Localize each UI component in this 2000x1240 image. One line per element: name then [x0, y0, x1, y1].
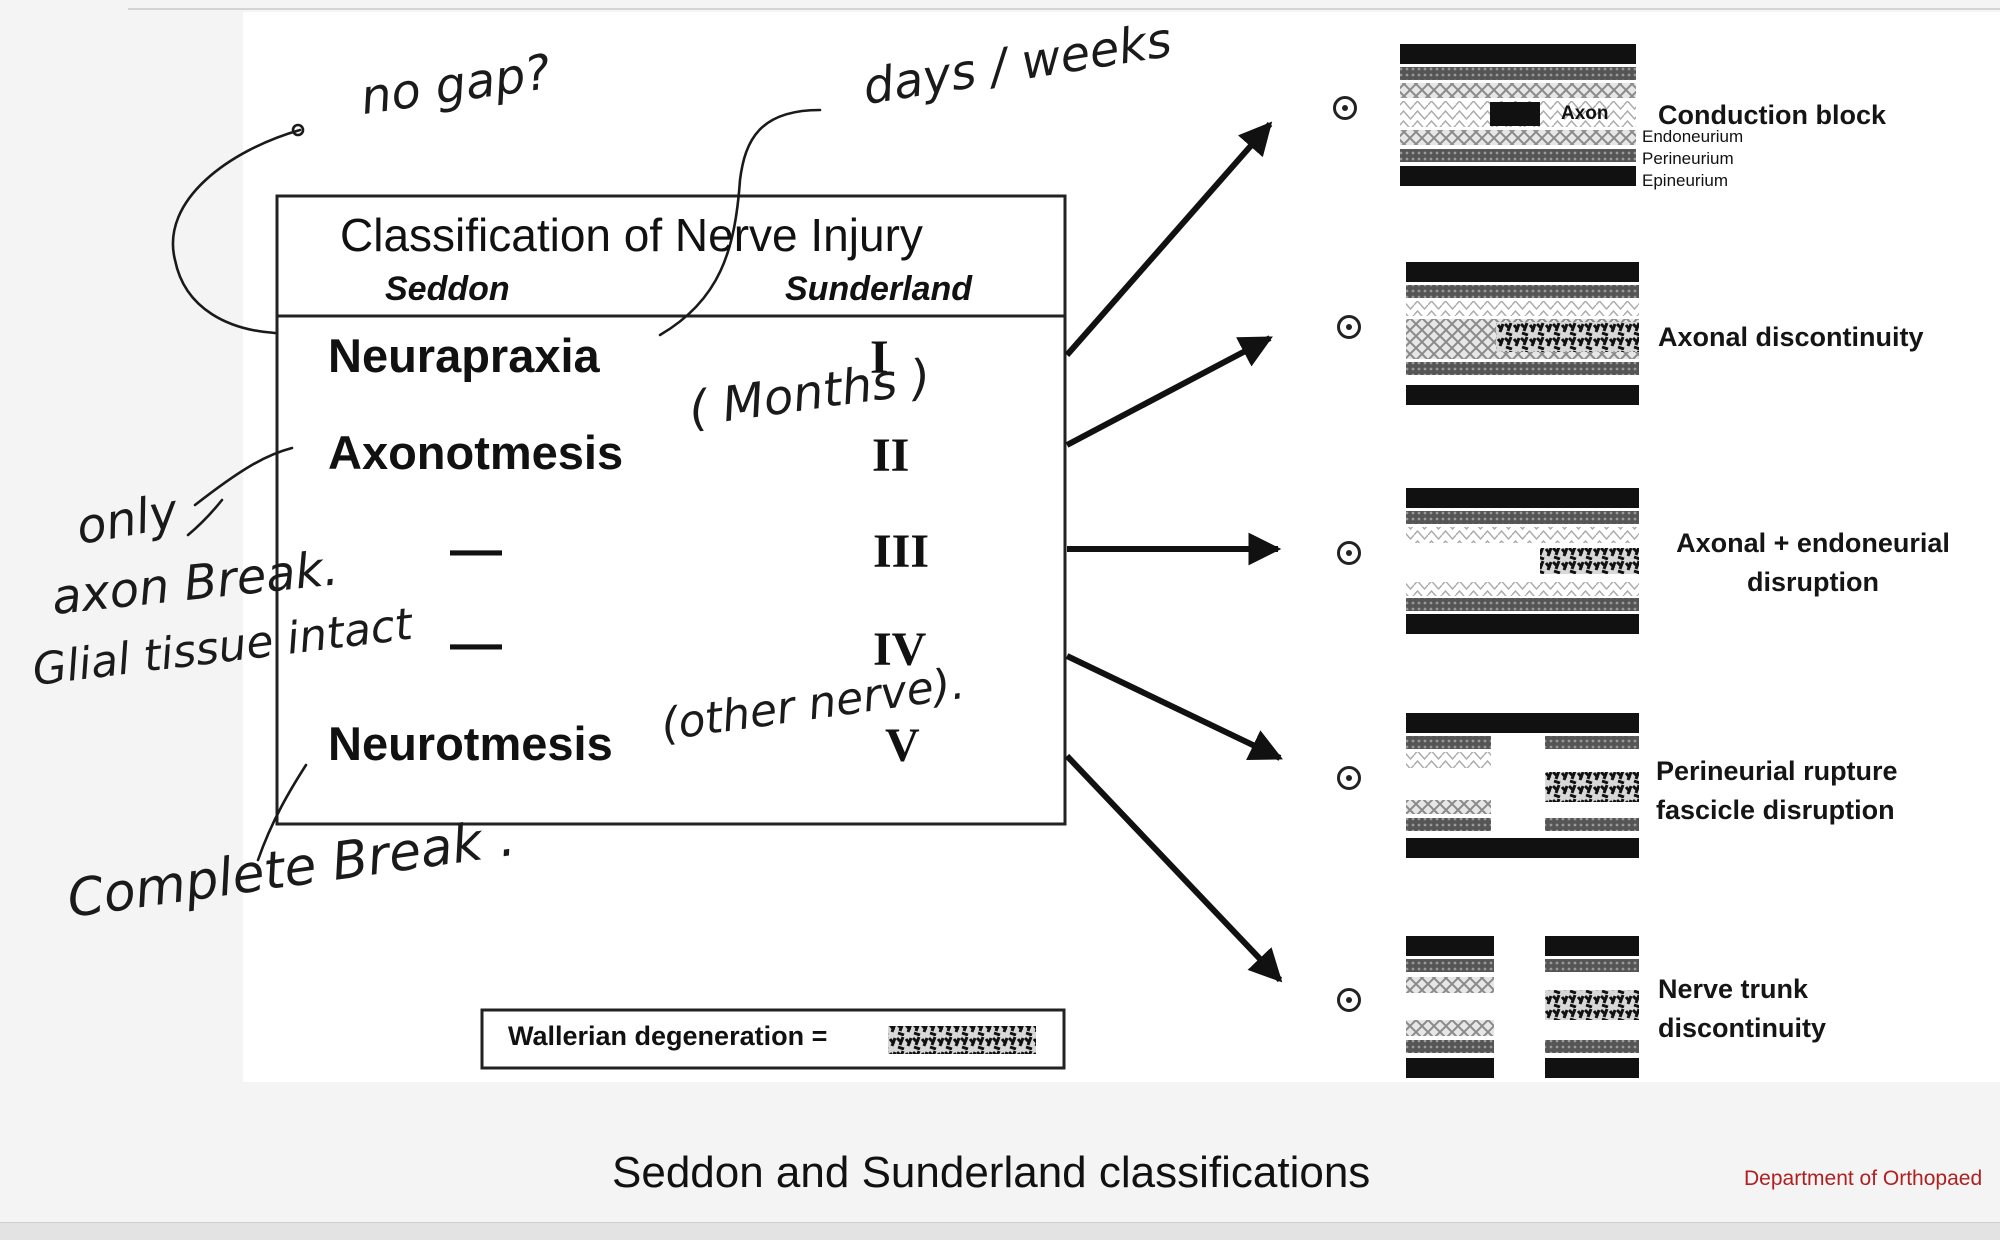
part-label-perineurium: Perineurium: [1642, 149, 1734, 168]
nerve-diagram-perineurial-rupture: [1406, 713, 1639, 858]
radio-circle-icon: [1337, 988, 1361, 1012]
seddon-row-1: Neurapraxia: [328, 329, 600, 382]
part-label-axon: Axon: [1561, 103, 1609, 124]
radio-circle-icon: [1337, 541, 1361, 565]
part-label-endoneurium: Endoneurium: [1642, 127, 1744, 146]
seddon-row-3: —: [450, 521, 502, 579]
nerve-diagram-nerve-trunk-discontinuity: [1406, 936, 1639, 1078]
classification-arrows: [1064, 121, 1283, 983]
diagram-label-perineurial-rupture: Perineurial rupture fascicle disruption: [1656, 752, 1898, 830]
seddon-row-2: Axonotmesis: [328, 426, 624, 479]
department-footer: Department of Orthopaed: [1744, 1167, 1983, 1190]
column-header-sunderland: Sunderland: [785, 270, 973, 308]
top-divider: [128, 8, 2000, 10]
diagram-label-line-2: discontinuity: [1658, 1013, 1826, 1043]
sunderland-row-4: IV: [873, 623, 927, 676]
diagram-label-line-1: Axonal + endoneurial: [1676, 528, 1950, 558]
wallerian-legend-label: Wallerian degeneration =: [508, 1021, 828, 1051]
bottom-scroll-strip: [0, 1222, 2000, 1240]
diagram-label-axonal-endoneurial: Axonal + endoneurial disruption: [1658, 524, 1968, 602]
classification-table-frame: [275, 194, 1067, 826]
table-title: Classification of Nerve Injury: [340, 209, 923, 261]
radio-circle-icon: [1333, 96, 1357, 120]
sunderland-row-3: III: [873, 525, 930, 578]
sunderland-row-5: V: [885, 719, 920, 772]
diagram-label-conduction-block: Conduction block: [1658, 100, 1886, 130]
nerve-diagram-axonal-discontinuity: [1406, 262, 1639, 405]
diagram-label-line-1: Nerve trunk: [1658, 974, 1809, 1004]
column-header-seddon: Seddon: [385, 270, 510, 308]
seddon-row-5: Neurotmesis: [328, 717, 613, 770]
diagram-label-line-2: disruption: [1747, 567, 1879, 597]
diagram-label-line-1: Perineurial rupture: [1656, 756, 1898, 786]
diagram-label-line-2: fascicle disruption: [1656, 795, 1895, 825]
nerve-diagram-axonal-endoneurial-disruption: [1406, 488, 1639, 634]
diagram-label-nerve-trunk-discontinuity: Nerve trunk discontinuity: [1658, 970, 1826, 1048]
radio-circle-icon: [1337, 315, 1361, 339]
diagram-label-axonal-discontinuity: Axonal discontinuity: [1658, 322, 1924, 352]
sunderland-row-2: II: [872, 429, 910, 482]
wallerian-debris-swatch: [888, 1026, 1036, 1054]
sunderland-row-1: I: [870, 331, 889, 384]
nerve-diagram-conduction-block: [1400, 44, 1636, 186]
radio-circle-icon: [1337, 766, 1361, 790]
seddon-row-4: —: [450, 615, 502, 673]
handwritten-strokes: [171, 108, 822, 862]
part-label-epineurium: Epineurium: [1642, 171, 1728, 190]
slide-caption: Seddon and Sunderland classifications: [612, 1148, 1371, 1197]
